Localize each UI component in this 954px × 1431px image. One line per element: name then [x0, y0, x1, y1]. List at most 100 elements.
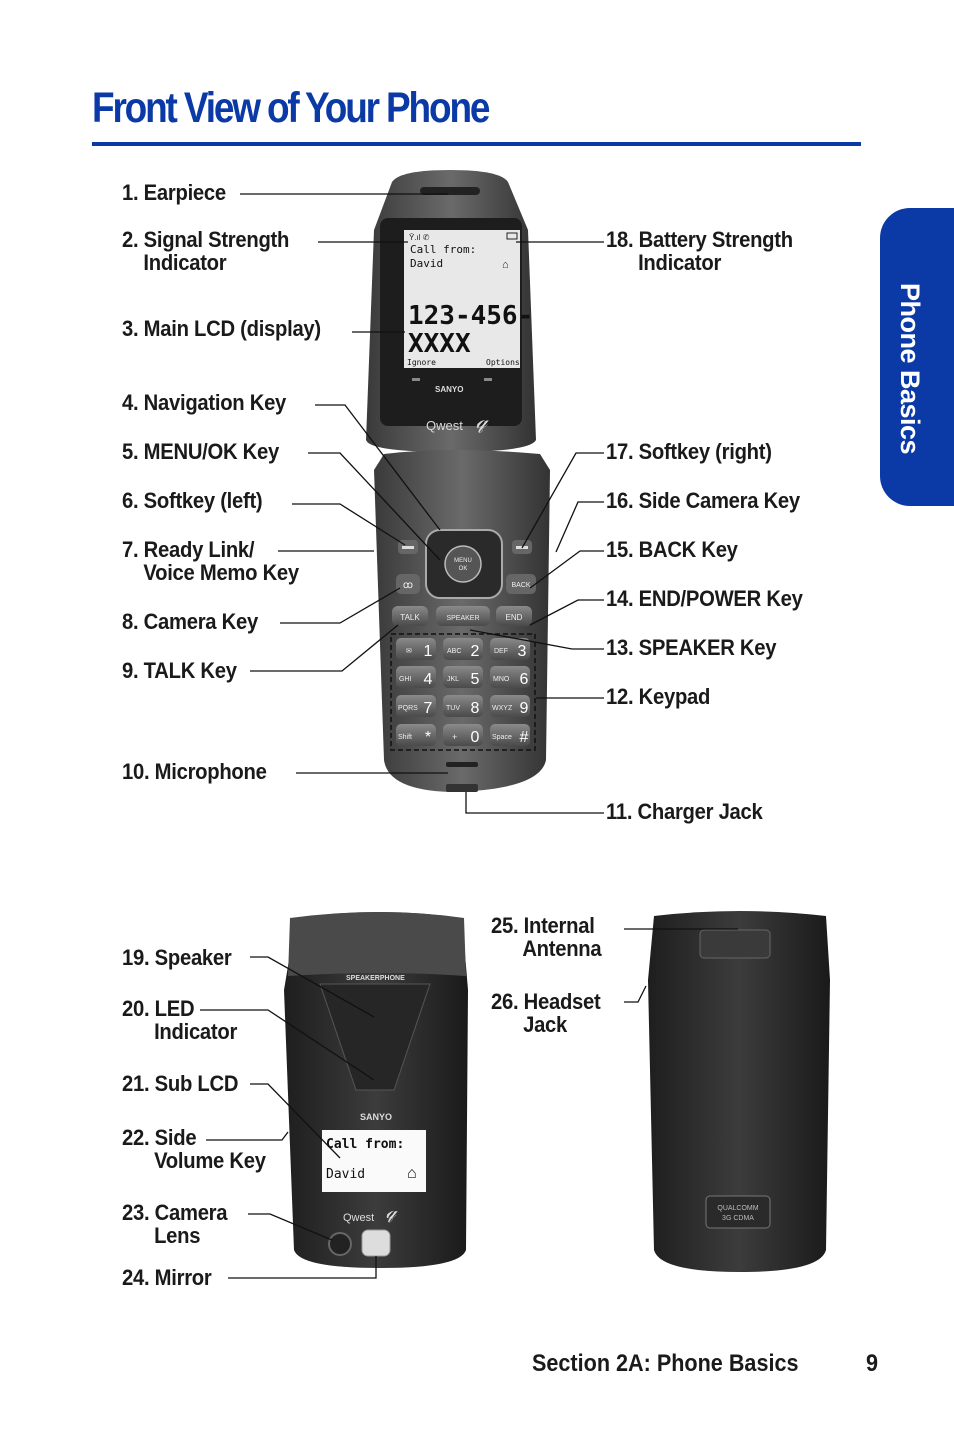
svg-text:6: 6 — [520, 671, 529, 688]
label-main-lcd: 3. Main LCD (display) — [122, 316, 321, 341]
charger-jack — [446, 784, 478, 792]
keypad-outline — [390, 633, 536, 751]
talk-key — [392, 606, 428, 626]
carrier-swirl-icon: 𝓆 — [476, 408, 489, 433]
svg-text:ABC: ABC — [447, 648, 461, 655]
svg-text:BACK: BACK — [511, 582, 530, 589]
key-2: ABC 2 — [443, 638, 483, 660]
label-speaker: 19. Speaker — [122, 945, 232, 970]
label-menu-ok-key: 5. MENU/OK Key — [122, 439, 279, 464]
svg-text:JKL: JKL — [447, 676, 459, 683]
svg-text:SPEAKER: SPEAKER — [446, 615, 479, 622]
label-camera-key: 8. Camera Key — [122, 609, 258, 634]
screen-caller: David — [410, 257, 443, 270]
svg-text:MENU: MENU — [454, 558, 472, 564]
label-internal-antenna: 25. Internal Antenna — [491, 913, 602, 961]
svg-text:Space: Space — [492, 734, 512, 741]
sub-home-icon: ⌂ — [407, 1165, 417, 1182]
earpiece-slot — [420, 187, 480, 195]
label-end-power-key: 14. END/POWER Key — [606, 586, 803, 611]
svg-text:WXYZ: WXYZ — [492, 705, 513, 712]
key-hash: Space # — [490, 724, 530, 746]
svg-text:ꝏ: ꝏ — [403, 580, 413, 591]
label-ready-link: 7. Ready Link/ Voice Memo Key — [122, 537, 299, 585]
speaker-grille — [319, 983, 431, 1091]
menu-ok-key — [444, 545, 482, 583]
end-power-key — [496, 606, 532, 626]
label-speaker-key: 13. SPEAKER Key — [606, 635, 777, 660]
svg-text:QUALCOMM: QUALCOMM — [717, 1205, 758, 1212]
label-back-key: 15. BACK Key — [606, 537, 738, 562]
label-sub-lcd: 21. Sub LCD — [122, 1071, 239, 1096]
antenna-bump — [699, 929, 771, 959]
key-5: JKL 5 — [443, 666, 483, 688]
key-star: Shift* — [396, 724, 436, 746]
key-3: DEF 3 — [490, 638, 530, 660]
microphone-hole — [446, 762, 478, 767]
label-softkey-left: 6. Softkey (left) — [122, 488, 263, 513]
svg-text:*: * — [425, 729, 431, 746]
svg-text:2: 2 — [471, 643, 480, 660]
page-title: Front View of Your Phone — [92, 84, 490, 132]
label-camera-lens: 23. Camera Lens — [122, 1200, 228, 1248]
svg-text:9: 9 — [520, 700, 529, 717]
svg-text:DEF: DEF — [494, 648, 508, 655]
svg-text:MNO: MNO — [493, 676, 510, 683]
svg-text:✉: ✉ — [406, 648, 412, 655]
sub-carrier-logo: Qwest — [343, 1212, 374, 1224]
svg-text:TUV: TUV — [446, 705, 460, 712]
section-tab — [880, 208, 954, 506]
svg-text:8: 8 — [471, 700, 480, 717]
label-charger-jack: 11. Charger Jack — [606, 799, 763, 824]
label-side-camera-key: 16. Side Camera Key — [606, 488, 800, 513]
home-icon: ⌂ — [502, 259, 509, 271]
label-keypad: 12. Keypad — [606, 684, 711, 709]
key-1: ✉1 — [396, 638, 436, 660]
screen-number-2: XXXX — [408, 329, 471, 359]
label-headset-jack: 26. Headset Jack — [491, 989, 601, 1037]
sub-lcd-call-from: Call from: — [326, 1137, 404, 1152]
svg-text:TALK: TALK — [400, 613, 420, 622]
screen-softkey-left: Ignore — [407, 358, 436, 367]
label-led-indicator: 20. LED Indicator — [122, 996, 238, 1044]
battery-icon — [506, 232, 518, 240]
footer-page-number: 9 — [866, 1350, 879, 1377]
sub-lcd — [322, 1130, 426, 1192]
label-signal-strength: 2. Signal Strength Indicator — [122, 227, 290, 275]
speakerphone-label: SPEAKERPHONE — [346, 975, 405, 982]
key-9: WXYZ 9 — [490, 695, 530, 717]
label-navigation-key: 4. Navigation Key — [122, 390, 287, 415]
ready-link-key — [396, 574, 420, 594]
svg-text:#: # — [520, 729, 529, 746]
key-8: TUV 8 — [443, 695, 483, 717]
label-microphone: 10. Microphone — [122, 759, 267, 784]
section-tab-label: Phone Basics — [895, 283, 925, 455]
label-side-volume-key: 22. Side Volume Key — [122, 1125, 266, 1173]
mirror — [361, 1229, 391, 1257]
svg-text:5: 5 — [471, 671, 480, 688]
svg-text:OK: OK — [459, 566, 468, 572]
label-mirror: 24. Mirror — [122, 1265, 212, 1290]
label-talk-key: 9. TALK Key — [122, 658, 237, 683]
sub-carrier-swirl-icon: 𝓆 — [386, 1201, 398, 1223]
rear-phone: QUALCOMM 3G CDMA — [648, 911, 830, 1272]
svg-text:3: 3 — [518, 643, 527, 660]
camera-lens — [328, 1232, 352, 1256]
label-softkey-right: 17. Softkey (right) — [606, 439, 772, 464]
main-lcd — [404, 230, 520, 368]
signal-icon: Ȳ.ıl ✆ — [409, 233, 430, 242]
speaker-key — [436, 606, 490, 626]
screen-number-1: 123-456- — [408, 301, 533, 331]
title-rule — [92, 142, 861, 146]
label-earpiece: 1. Earpiece — [122, 180, 226, 205]
back-key — [506, 574, 536, 594]
sub-maker-logo: SANYO — [360, 1112, 392, 1122]
key-6: MNO 6 — [490, 666, 530, 688]
maker-logo: SANYO — [435, 385, 463, 394]
label-battery-strength: 18. Battery Strength Indicator — [606, 227, 793, 275]
svg-text:+: + — [452, 732, 457, 742]
